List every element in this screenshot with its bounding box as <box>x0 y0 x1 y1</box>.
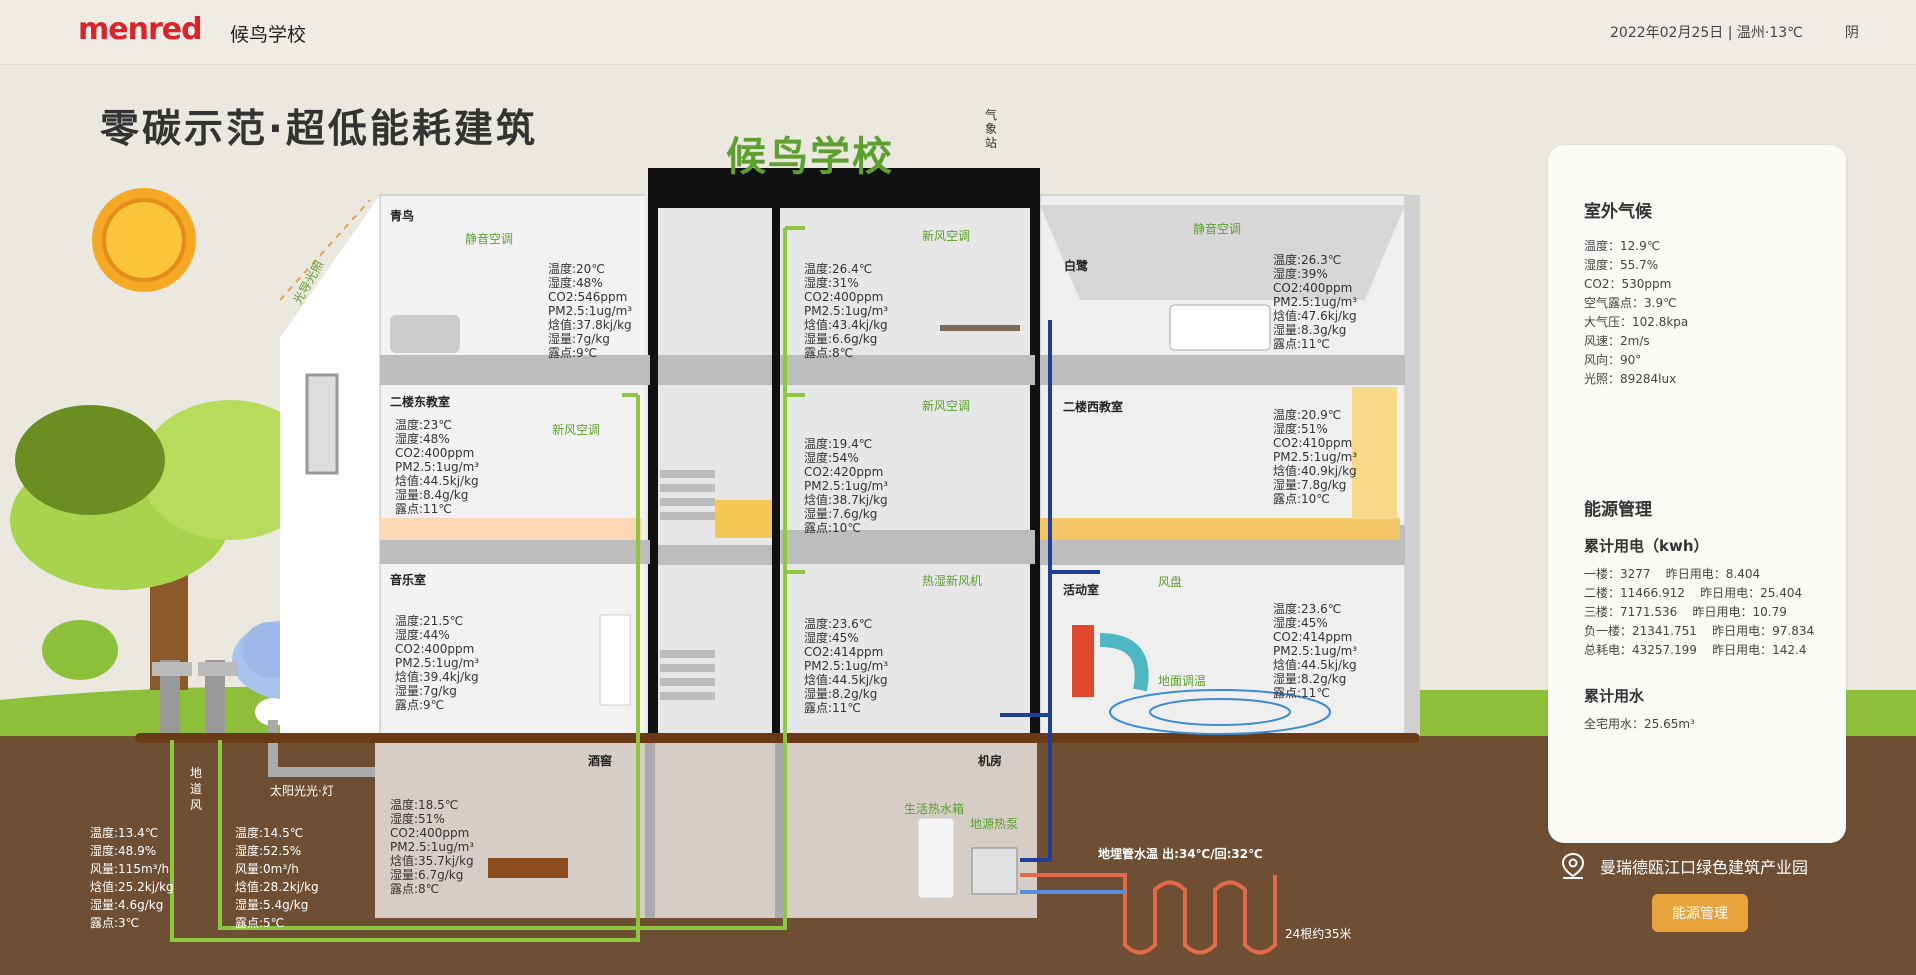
room-activity[interactable]: 活动室 <box>1063 583 1100 597</box>
east2-data: 温度:23℃ 湿度:48% CO2:400ppm PM2.5:1ug/m³ 焓值… <box>395 418 480 516</box>
water-title: 累计用水 <box>1584 687 1645 705</box>
elec-row: 负一楼：21341.751 昨日用电：97.834 <box>1584 624 1815 638</box>
menred-logo: menred <box>78 12 203 47</box>
center3-data: 温度:26.4℃ 湿度:31% CO2:400ppm PM2.5:1ug/m³ … <box>804 262 889 360</box>
bailu-data: 温度:26.3℃ 湿度:39% CO2:400ppm PM2.5:1ug/m³ … <box>1273 253 1358 351</box>
location-pin-icon <box>1561 852 1585 879</box>
music-data: 温度:21.5℃ 湿度:44% CO2:400ppm PM2.5:1ug/m³ … <box>395 614 480 712</box>
duct-right-data: 温度:14.5℃ 湿度:52.5% 风量:0m³/h 焓值:28.2kj/kg … <box>235 826 319 930</box>
building-title: 候鸟学校 <box>726 134 894 180</box>
outdoor-row: 空气露点：3.9℃ <box>1584 296 1677 310</box>
center2-data: 温度:19.4℃ 湿度:54% CO2:420ppm PM2.5:1ug/m³ … <box>804 437 889 535</box>
location-text: 曼瑞德瓯江口绿色建筑产业园 <box>1600 858 1809 877</box>
hot-water-tank-label: 生活热水箱 <box>904 802 965 816</box>
geo-pipes-label: 24根约35米 <box>1285 927 1352 941</box>
sun-icon <box>92 188 196 292</box>
cellar-data: 温度:18.5℃ 湿度:51% CO2:400ppm PM2.5:1ug/m³ … <box>390 798 475 896</box>
outdoor-row: 湿度：55.7% <box>1584 258 1659 272</box>
room-music[interactable]: 音乐室 <box>390 573 427 587</box>
date-temp: 2022年02月25日 | 温州·13℃ <box>1610 25 1803 41</box>
outdoor-title: 室外气候 <box>1584 202 1652 222</box>
energy-management-button[interactable]: 能源管理 <box>1652 894 1748 932</box>
center1-data: 温度:23.6℃ 湿度:45% CO2:414ppm PM2.5:1ug/m³ … <box>804 617 889 715</box>
activity-data: 温度:23.6℃ 湿度:45% CO2:414ppm PM2.5:1ug/m³ … <box>1273 602 1358 700</box>
outdoor-row: 风向：90° <box>1584 353 1642 367</box>
room-machine[interactable]: 机房 <box>978 754 1003 768</box>
ac-center1: 热湿新风机 <box>922 574 983 588</box>
elec-row: 二楼：11466.912 昨日用电：25.404 <box>1584 586 1803 600</box>
weather-condition: 阴 <box>1844 25 1859 41</box>
ac-bailu: 静音空调 <box>1193 222 1242 236</box>
top-bar: menred 候鸟学校 2022年02月25日 | 温州·13℃ 阴 <box>0 0 1916 65</box>
ac-qingniao: 静音空调 <box>465 232 514 246</box>
school-name: 候鸟学校 <box>230 24 307 46</box>
elec-row: 三楼：7171.536 昨日用电：10.79 <box>1584 605 1787 619</box>
room-bailu[interactable]: 白鹭 <box>1064 259 1089 273</box>
outdoor-row: 大气压：102.8kpa <box>1584 315 1689 329</box>
room-east2[interactable]: 二楼东教室 <box>390 395 451 409</box>
qingniao-data: 温度:20℃ 湿度:48% CO2:546ppm PM2.5:1ug/m³ 焓值… <box>548 262 633 360</box>
room-qingniao[interactable]: 青鸟 <box>390 209 415 223</box>
solar-light-label: 太阳光光·灯 <box>270 784 334 798</box>
elec-row: 一楼：3277 昨日用电：8.404 <box>1584 567 1761 581</box>
location-label: 曼瑞德瓯江口绿色建筑产业园 <box>1560 854 1808 878</box>
room-west2[interactable]: 二楼西教室 <box>1063 400 1124 414</box>
date-weather: 2022年02月25日 | 温州·13℃ 阴 <box>1610 22 1859 42</box>
outdoor-row: 风速：2m/s <box>1584 334 1650 348</box>
geo-water-temp: 地埋管水温 出:34℃/回:32℃ <box>1098 847 1263 861</box>
water-total: 全宅用水：25.65m³ <box>1584 717 1695 731</box>
outdoor-row: 光照：89284lux <box>1584 372 1677 386</box>
ground-air-duct-label: 地道风 <box>190 766 203 812</box>
elec-title: 累计用电（kwh） <box>1584 537 1709 555</box>
west2-data: 温度:20.9℃ 湿度:51% CO2:410ppm PM2.5:1ug/m³ … <box>1273 408 1358 506</box>
room-cellar[interactable]: 酒窖 <box>588 754 613 768</box>
ground-source-pump-label: 地源热泵 <box>970 817 1019 831</box>
info-panel: 室外气候 温度：12.9℃ 湿度：55.7% CO2：530ppm 空气露点：3… <box>1548 145 1846 843</box>
ac-center2: 新风空调 <box>922 399 971 413</box>
ac-east2: 新风空调 <box>552 423 601 437</box>
duct-left-data: 温度:13.4℃ 湿度:48.9% 风量:115m³/h 焓值:25.2kj/k… <box>90 826 174 930</box>
energy-title: 能源管理 <box>1584 500 1652 520</box>
elec-row: 总耗电：43257.199 昨日用电：142.4 <box>1584 643 1807 657</box>
fan-coil-label: 风盘 <box>1158 575 1183 589</box>
main-title: 零碳示范·超低能耗建筑 <box>100 107 538 152</box>
outdoor-row: CO2：530ppm <box>1584 277 1672 291</box>
floor-heating-label: 地面调温 <box>1158 674 1207 688</box>
outdoor-row: 温度：12.9℃ <box>1584 239 1661 253</box>
weather-station-label: 气象站 <box>985 108 998 150</box>
ac-center3: 新风空调 <box>922 229 971 243</box>
